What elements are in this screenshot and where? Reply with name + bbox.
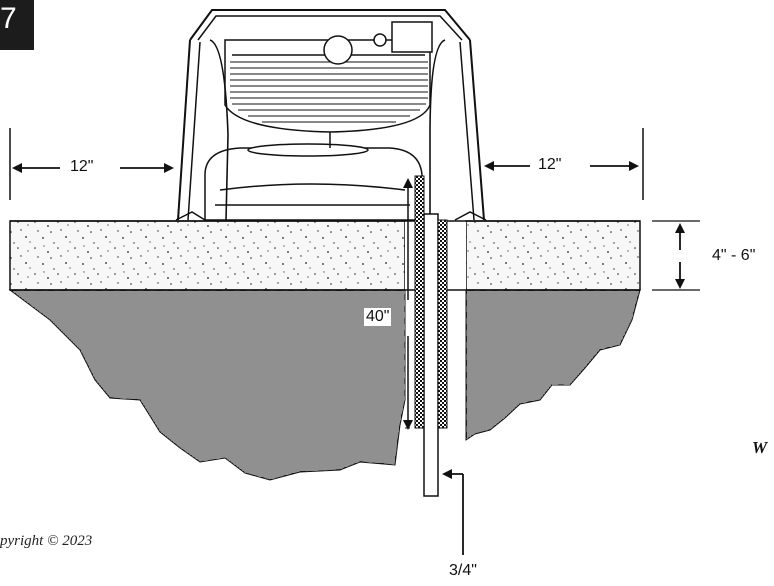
dotted-rod-left bbox=[414, 175, 425, 429]
slab-thickness-dimension bbox=[652, 220, 700, 291]
soil-right bbox=[465, 289, 641, 441]
rod-depth-label: 40" bbox=[364, 308, 392, 326]
left-clearance-label: 12" bbox=[70, 158, 94, 175]
fixture-unit bbox=[175, 9, 487, 221]
copyright-text: pyright © 2023 bbox=[0, 533, 93, 549]
step-number: 7 bbox=[0, 2, 17, 35]
right-clearance-label: 12" bbox=[538, 156, 562, 173]
slab-thickness-label: 4" - 6" bbox=[712, 247, 756, 264]
soil-left bbox=[8, 289, 406, 481]
right-clearance-dimension bbox=[484, 128, 644, 200]
service-pipe bbox=[423, 213, 439, 497]
cut-off-text: W bbox=[752, 438, 768, 457]
dotted-rod-right bbox=[437, 219, 448, 429]
pipe-diameter-label: 3/4" bbox=[449, 562, 477, 579]
concrete-slab-right bbox=[465, 220, 641, 291]
step-badge: 7 bbox=[0, 0, 34, 50]
pipe-diameter-leader bbox=[442, 469, 464, 555]
left-clearance-dimension bbox=[9, 128, 174, 200]
concrete-slab-left bbox=[9, 220, 406, 291]
